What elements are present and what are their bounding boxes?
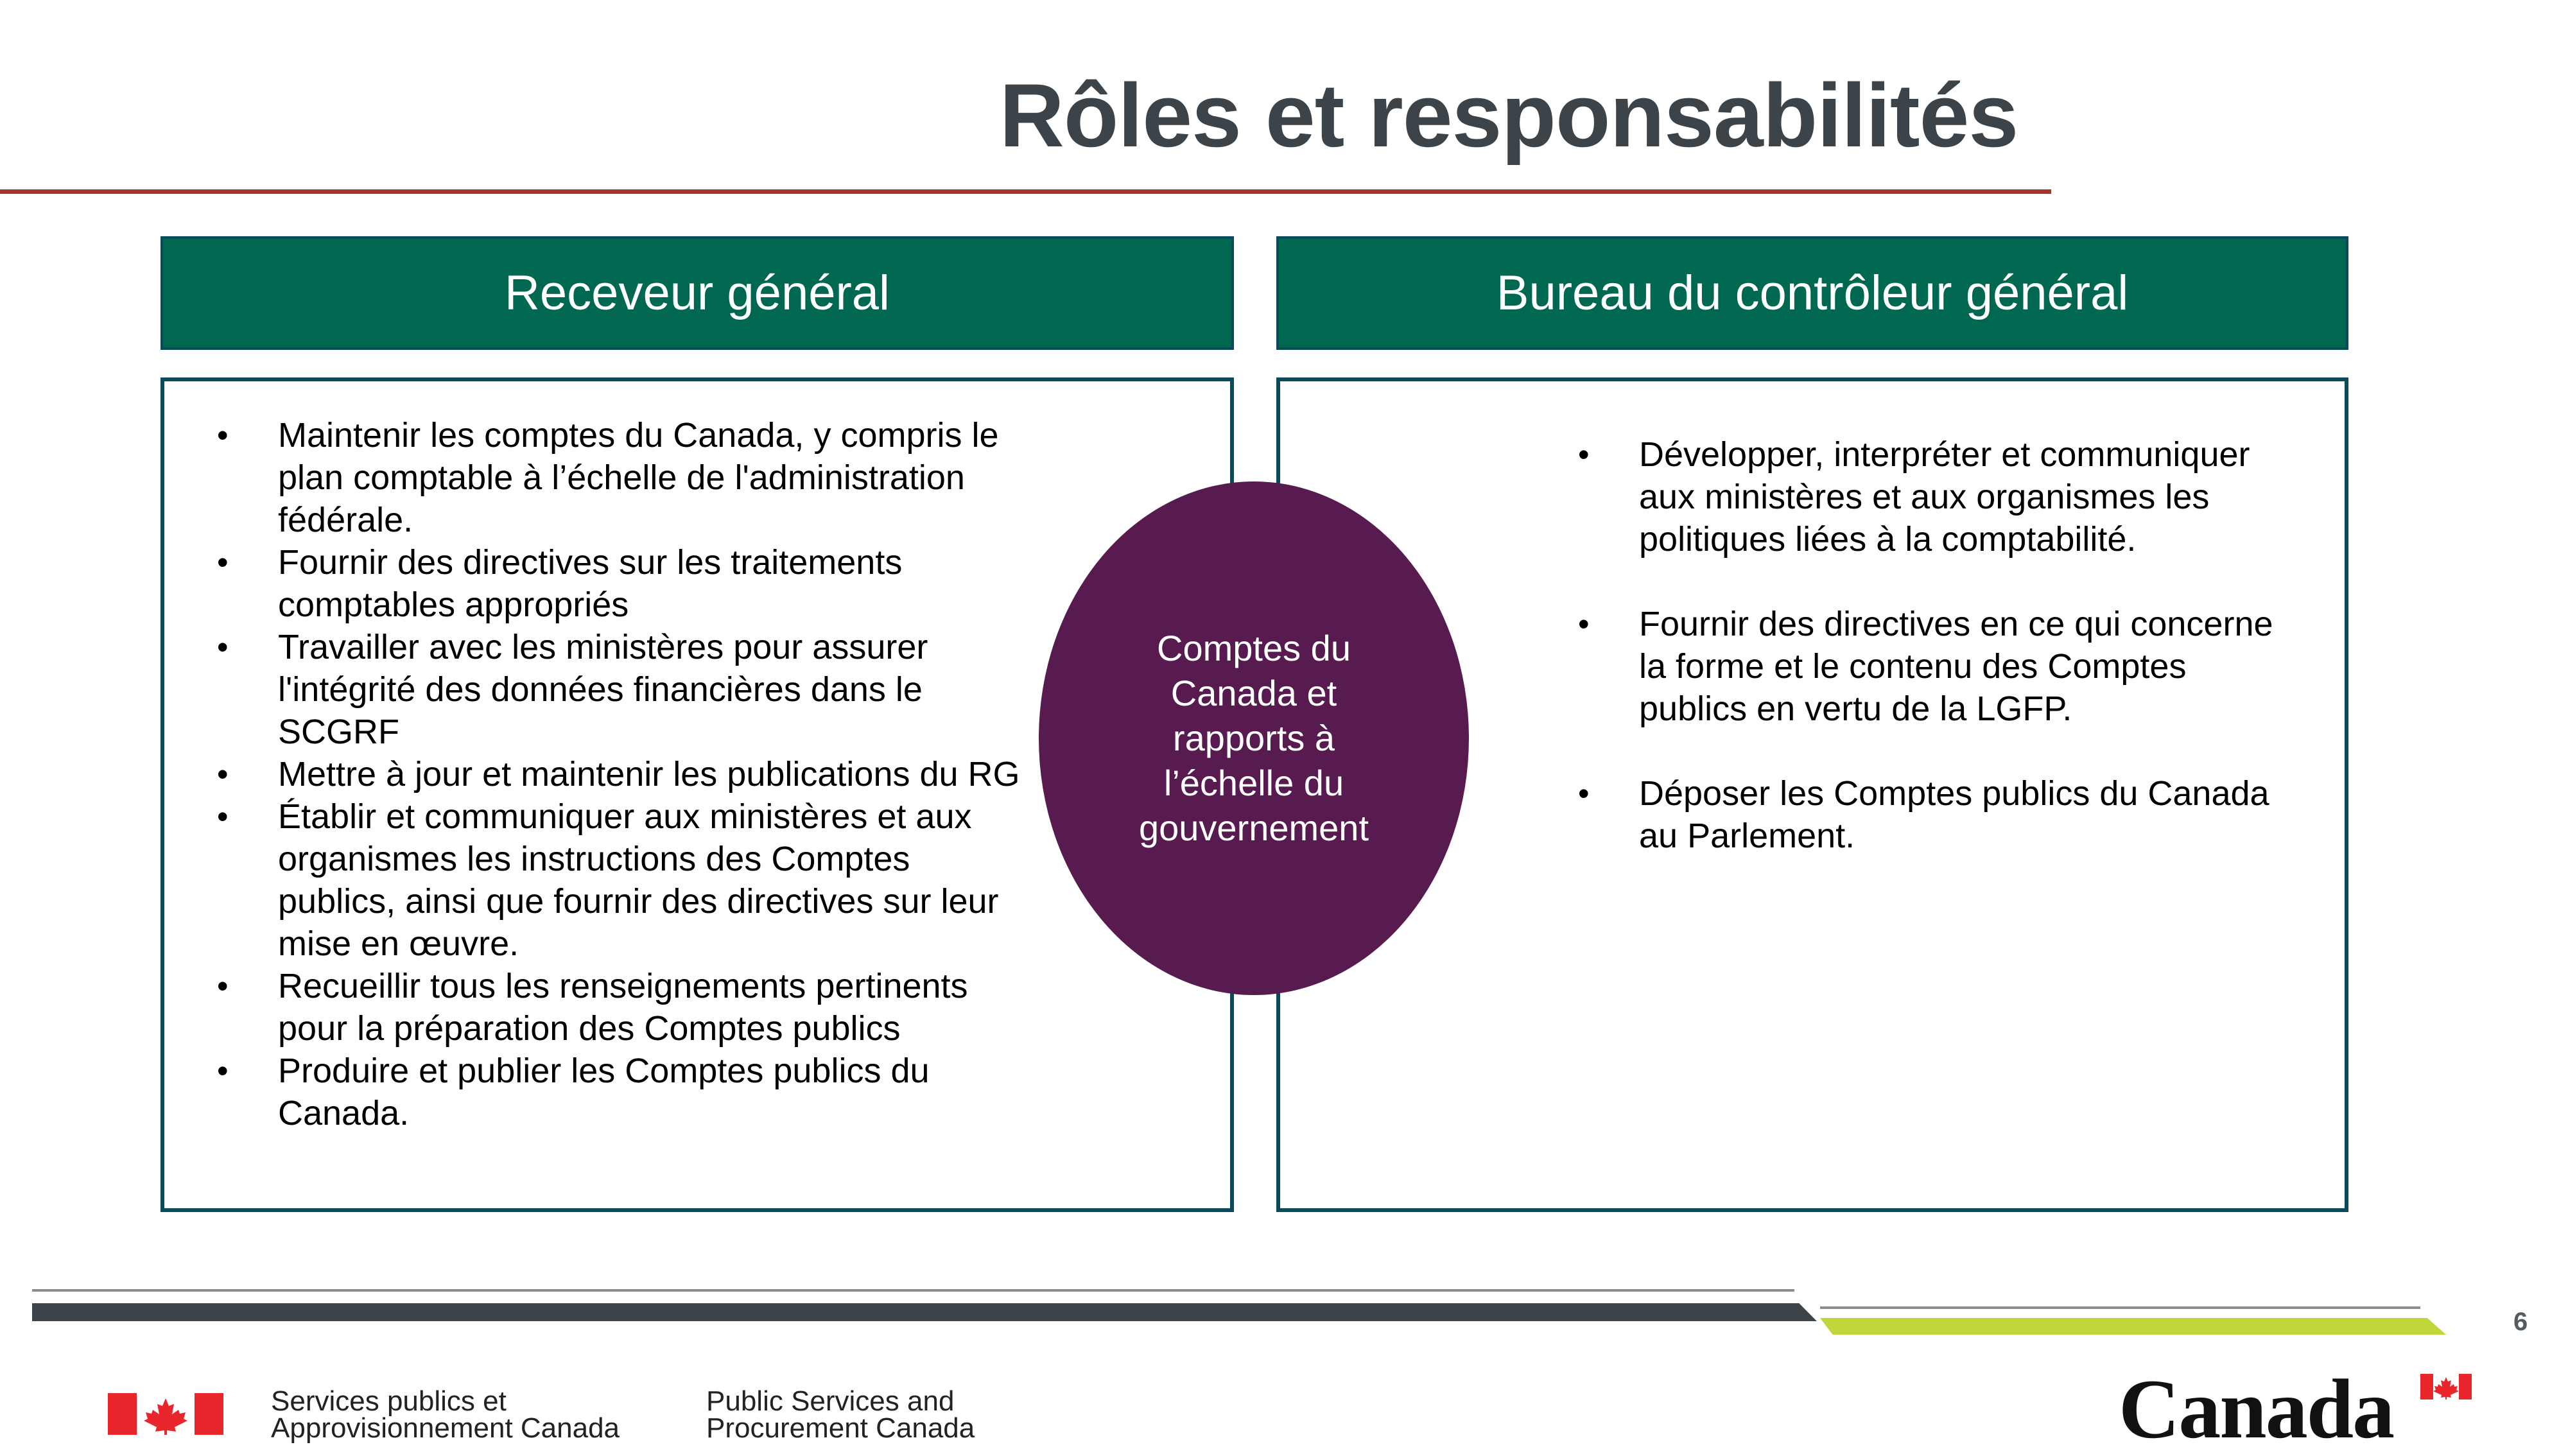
signature-english: Public Services and Procurement Canada bbox=[706, 1385, 975, 1444]
receveur-general-list: •Maintenir les comptes du Canada, y comp… bbox=[217, 414, 1029, 1134]
list-item: •Établir et communiquer aux ministères e… bbox=[217, 797, 999, 963]
canada-flag-icon bbox=[108, 1393, 223, 1435]
header-bureau-controleur-general: Bureau du contrôleur général bbox=[1276, 236, 2348, 350]
list-item: •Développer, interpréter et communiquer … bbox=[1578, 435, 2250, 559]
list-item: •Déposer les Comptes publics du Canada a… bbox=[1578, 774, 2269, 855]
list-item: •Recueillir tous les renseignements pert… bbox=[217, 967, 968, 1048]
header-receveur-general: Receveur général bbox=[160, 236, 1234, 350]
list-item: •Travailler avec les ministères pour ass… bbox=[217, 628, 928, 751]
list-item: •Maintenir les comptes du Canada, y comp… bbox=[217, 416, 999, 539]
canada-wordmark-logo: Canada bbox=[2119, 1367, 2472, 1452]
signature-french: Services publics et Approvisionnement Ca… bbox=[271, 1385, 620, 1444]
footer-dark-bar bbox=[32, 1303, 1817, 1321]
page-number: 6 bbox=[2513, 1308, 2528, 1336]
center-circle-label: Comptes du Canada et rapports à l’échell… bbox=[1138, 628, 1369, 848]
title-underline bbox=[0, 189, 2051, 194]
list-item: •Fournir des directives en ce qui concer… bbox=[1578, 605, 2273, 728]
list-item: •Produire et publier les Comptes publics… bbox=[217, 1052, 930, 1132]
footer-thin-rule-right bbox=[1820, 1306, 2420, 1309]
list-item: •Mettre à jour et maintenir les publicat… bbox=[217, 755, 1020, 793]
center-circle: Comptes du Canada et rapports à l’échell… bbox=[1039, 481, 1469, 995]
controleur-general-list: •Développer, interpréter et communiquer … bbox=[1578, 433, 2281, 899]
slide-title: Rôles et responsabilités bbox=[999, 65, 2019, 166]
footer-thin-rule-left bbox=[32, 1289, 1794, 1292]
footer-green-bar bbox=[1820, 1318, 2446, 1335]
canada-flag-icon bbox=[2420, 1374, 2472, 1400]
list-item: •Fournir des directives sur les traiteme… bbox=[217, 543, 903, 624]
